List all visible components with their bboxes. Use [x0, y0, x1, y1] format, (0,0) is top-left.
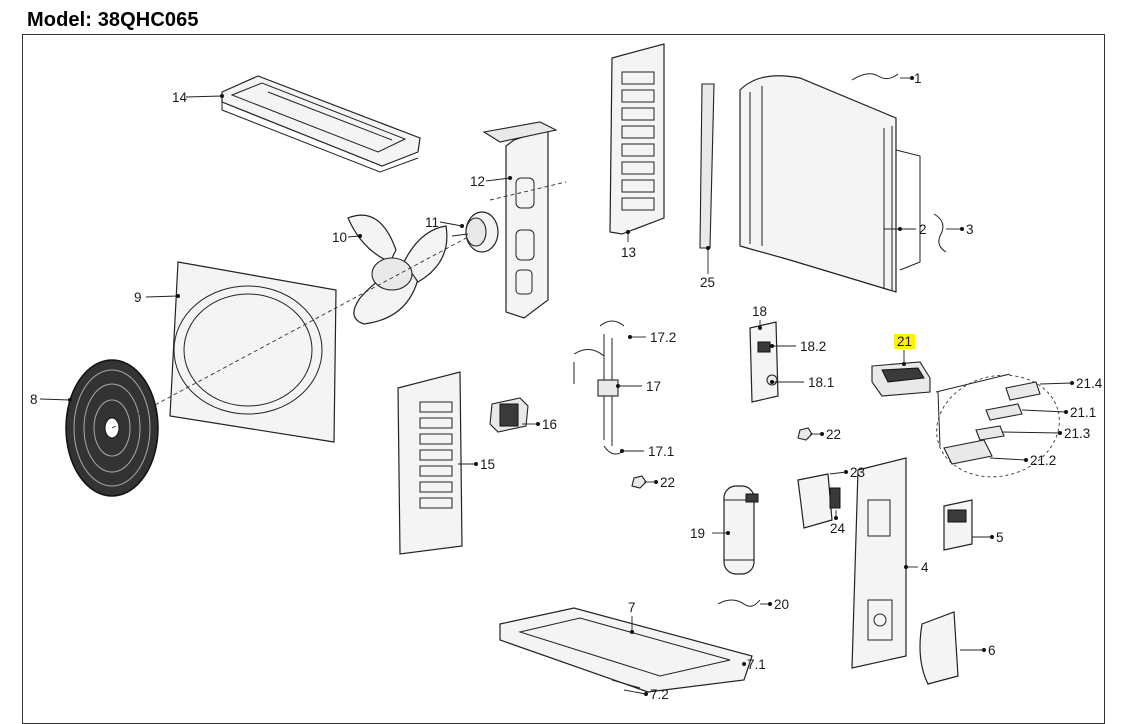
pipe-part[interactable]	[851, 73, 899, 81]
control-box-detail-group	[935, 373, 1060, 478]
control-box-part[interactable]	[871, 361, 931, 397]
side-panel-part[interactable]	[851, 457, 907, 669]
exploded-parts-diagram: 1 2 3 4 5 6 7 7.1 7.2 8 9 10 11 12 13 14…	[30, 43, 1103, 702]
cover-plate-21-4[interactable]	[1005, 381, 1041, 401]
callout-21-3: 21.3	[1064, 426, 1090, 441]
valve-cover-part[interactable]	[919, 611, 959, 685]
small-pipe-part[interactable]	[717, 599, 761, 607]
front-panel-part[interactable]	[169, 261, 337, 443]
callout-21-2: 21.2	[1030, 453, 1056, 468]
callout-17: 17	[646, 379, 661, 394]
callout-18-1: 18.1	[808, 375, 834, 390]
callout-8: 8	[30, 392, 38, 407]
callout-21: 21	[897, 334, 912, 349]
compressor-part[interactable]	[723, 485, 759, 575]
callout-15: 15	[480, 457, 495, 472]
callout-14: 14	[172, 90, 188, 105]
callout-9: 9	[134, 290, 142, 305]
callout-16: 16	[542, 417, 557, 432]
callout-5: 5	[996, 530, 1004, 545]
condenser-coil-part[interactable]	[739, 75, 921, 293]
reactor-part[interactable]	[489, 397, 529, 433]
callout-19: 19	[690, 526, 705, 541]
callout-7-2: 7.2	[650, 687, 669, 702]
callout-17-1: 17.1	[648, 444, 674, 459]
base-21-2[interactable]	[943, 439, 993, 465]
callout-3: 3	[966, 222, 974, 237]
highlight-21	[894, 334, 915, 349]
callout-2: 2	[919, 222, 927, 237]
leader-lines	[39, 76, 1074, 696]
callout-17-2: 17.2	[650, 330, 676, 345]
fan-motor-part[interactable]	[451, 211, 499, 253]
callout-25: 25	[700, 275, 715, 290]
callout-20: 20	[774, 597, 789, 612]
callout-1: 1	[914, 71, 922, 86]
callout-18: 18	[752, 304, 767, 319]
terminal-bracket-part[interactable]	[797, 473, 841, 529]
handle-part[interactable]	[943, 499, 973, 551]
piping-assembly-part[interactable]	[573, 320, 625, 455]
plate-21-3[interactable]	[975, 425, 1005, 441]
partition-plate-part[interactable]	[397, 371, 463, 555]
callout-4: 4	[921, 560, 929, 575]
callout-10: 10	[332, 230, 347, 245]
callout-21-4: 21.4	[1076, 376, 1103, 391]
support-bar-part[interactable]	[699, 83, 715, 249]
callout-22-b: 22	[660, 475, 675, 490]
callout-23: 23	[850, 465, 865, 480]
base-pan-part[interactable]	[499, 607, 753, 693]
nut-part[interactable]	[631, 427, 813, 489]
callout-12: 12	[470, 174, 485, 189]
callout-13: 13	[621, 245, 636, 260]
assembly-axis-line	[111, 235, 471, 429]
control-bracket-part[interactable]	[749, 321, 779, 403]
top-cover-part[interactable]	[221, 75, 421, 173]
clip-part[interactable]	[933, 213, 947, 253]
side-grille-part[interactable]	[609, 43, 665, 235]
callout-11: 11	[425, 215, 439, 230]
callout-7-1: 7.1	[747, 657, 766, 672]
callout-22-a: 22	[826, 427, 841, 442]
model-title: Model: 38QHC065	[27, 9, 199, 31]
callout-18-2: 18.2	[800, 339, 826, 354]
callout-24: 24	[830, 521, 846, 536]
assembly-axis-line-top	[489, 181, 567, 201]
fan-blade-part[interactable]	[347, 214, 448, 325]
motor-bracket-part[interactable]	[482, 121, 558, 319]
bracket-21-1[interactable]	[985, 403, 1023, 421]
callout-7: 7	[628, 600, 636, 615]
callout-6: 6	[988, 643, 996, 658]
callout-21-1: 21.1	[1070, 405, 1096, 420]
